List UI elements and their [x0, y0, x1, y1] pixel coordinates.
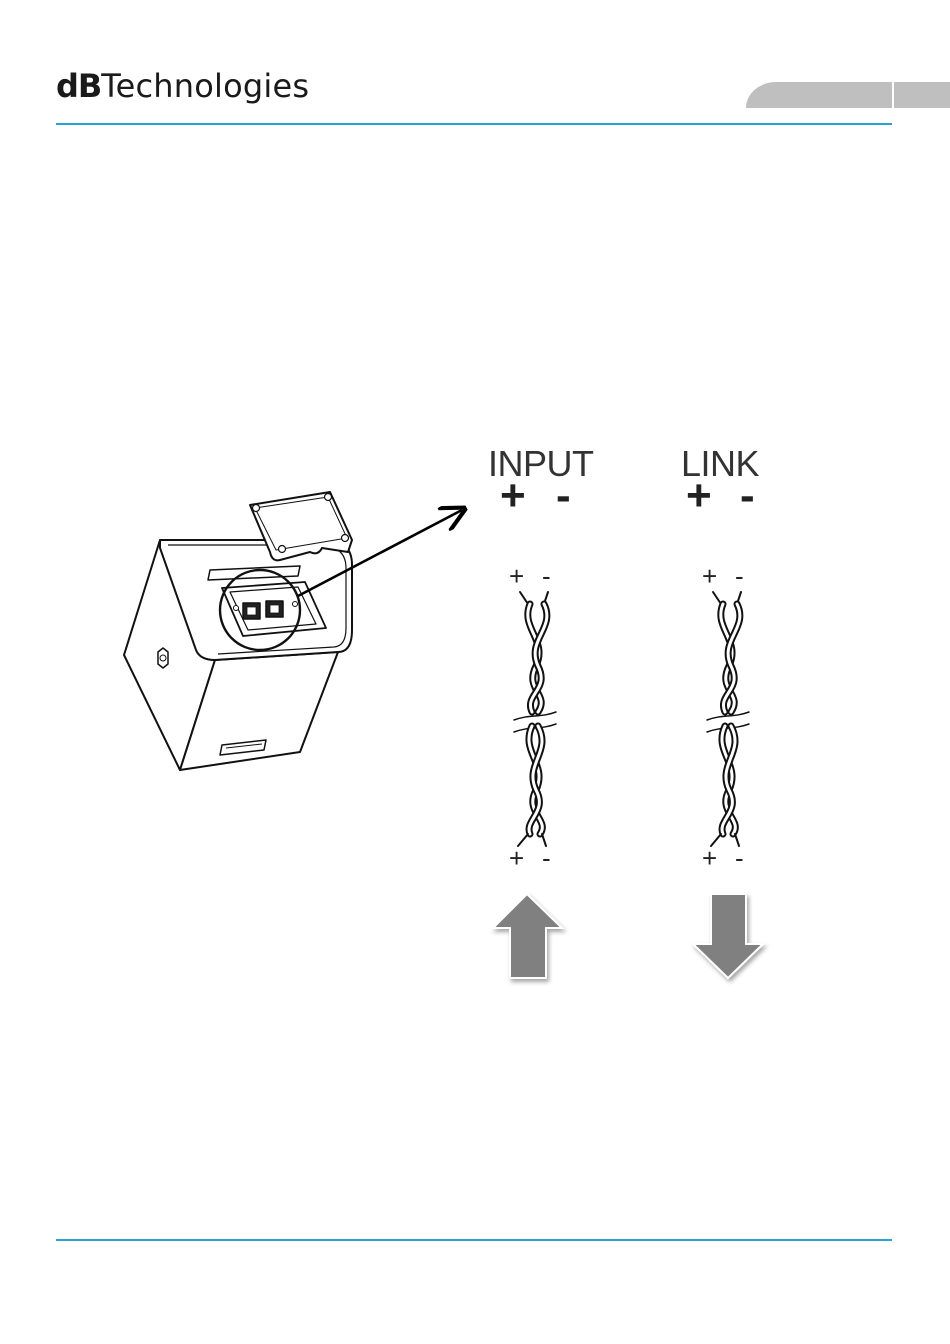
input-up-arrow: [493, 894, 562, 978]
input-minus-bottom: -: [542, 845, 551, 871]
input-minus-large: -: [556, 474, 571, 518]
input-minus-top: -: [542, 563, 551, 589]
link-cable: [707, 592, 749, 846]
link-minus-bottom: -: [735, 845, 744, 871]
link-minus-large: -: [740, 474, 755, 518]
input-plus-top: +: [509, 563, 524, 589]
input-plus-bottom: +: [509, 845, 524, 871]
input-plus-large: +: [500, 474, 526, 518]
link-plus-large: +: [686, 474, 712, 518]
input-cable: [514, 592, 556, 846]
link-down-arrow: [693, 894, 763, 978]
link-minus-top: -: [735, 563, 744, 589]
link-plus-bottom: +: [702, 845, 717, 871]
speaker-illustration: [124, 540, 352, 770]
link-plus-top: +: [702, 563, 717, 589]
